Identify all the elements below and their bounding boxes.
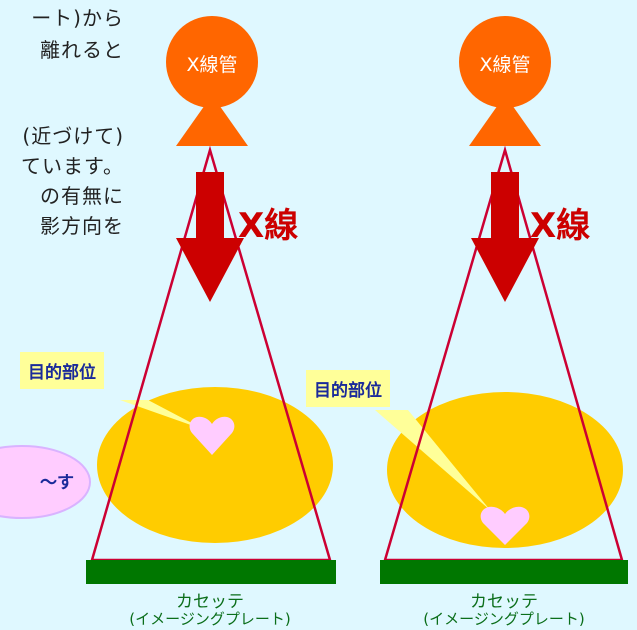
callout-pointer (120, 400, 205, 430)
tube-head (459, 16, 551, 108)
target-heart (480, 506, 530, 545)
intro-line-2: 離れると (40, 38, 124, 62)
cassette-subtitle: (イメージングプレート) (129, 610, 291, 628)
tube-label: X線管 (186, 54, 238, 76)
speech-bubble (0, 445, 91, 519)
cassette-title: カセッテ (470, 592, 538, 612)
cassette-plate (380, 560, 628, 584)
tube-head (166, 16, 258, 108)
bubble-text: 〜す (40, 473, 74, 493)
xray-arrow (176, 172, 244, 302)
body-ellipse (387, 392, 623, 548)
xray-label: X線 (530, 206, 591, 246)
tube-base (176, 95, 248, 146)
target-label: 目的部位 (20, 352, 104, 389)
intro-line-3: (近づけて) (22, 124, 124, 148)
xray-label: X線 (238, 206, 299, 246)
cassette-plate (86, 560, 336, 584)
cassette-title: カセッテ (176, 592, 244, 612)
intro-line-6: 影方向を (40, 214, 124, 238)
target-heart (189, 416, 235, 455)
callout-pointer (375, 410, 490, 510)
panel-far (375, 16, 628, 584)
intro-line-1: ート)から (31, 6, 124, 30)
cassette-subtitle: (イメージングプレート) (423, 610, 585, 628)
body-ellipse (97, 387, 333, 543)
intro-line-5: の有無に (40, 184, 124, 208)
target-label: 目的部位 (306, 370, 390, 407)
xray-arrow (471, 172, 539, 302)
tube-base (469, 95, 541, 146)
tube-label: X線管 (479, 54, 531, 76)
panel-near (86, 16, 336, 584)
intro-line-4: ています。 (21, 154, 124, 178)
